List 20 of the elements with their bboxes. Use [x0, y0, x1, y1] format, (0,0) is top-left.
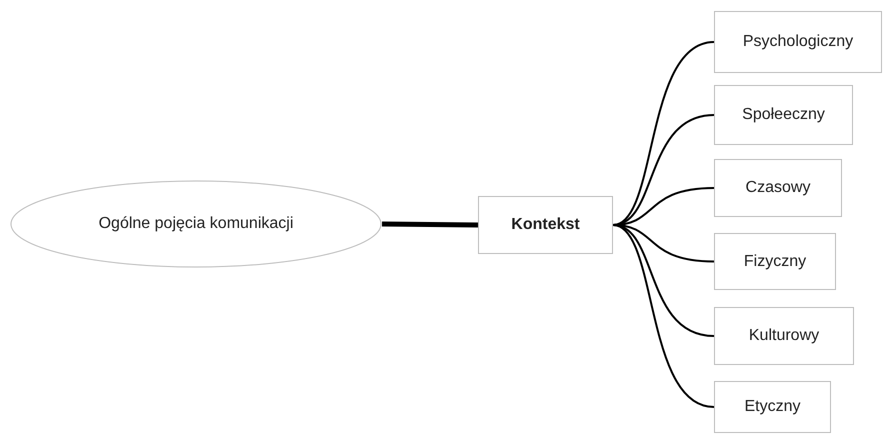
subtopic-box — [714, 233, 836, 290]
central-topic-box — [478, 196, 613, 254]
node-label: Kulturowy — [748, 327, 820, 345]
subtopic-box — [714, 381, 831, 433]
subtopic-box — [714, 307, 854, 365]
topic-ellipse — [10, 180, 382, 268]
node-label: Fizyczny — [744, 252, 806, 270]
connector — [612, 41, 714, 226]
subtopic-box — [714, 159, 842, 217]
node-label: Kontekst — [511, 216, 580, 234]
connector — [382, 222, 478, 228]
node-label: Społeeczny — [742, 106, 825, 124]
subtopic-box — [714, 85, 853, 145]
connector — [612, 224, 714, 408]
subtopic-box — [714, 11, 882, 73]
node-label: Etyczny — [744, 398, 800, 416]
node-label: Psychologiczny — [742, 33, 854, 51]
connector — [612, 224, 714, 337]
node-label: Ogólne pojęcia komunikacji — [98, 215, 294, 233]
node-label: Czasowy — [746, 179, 810, 197]
